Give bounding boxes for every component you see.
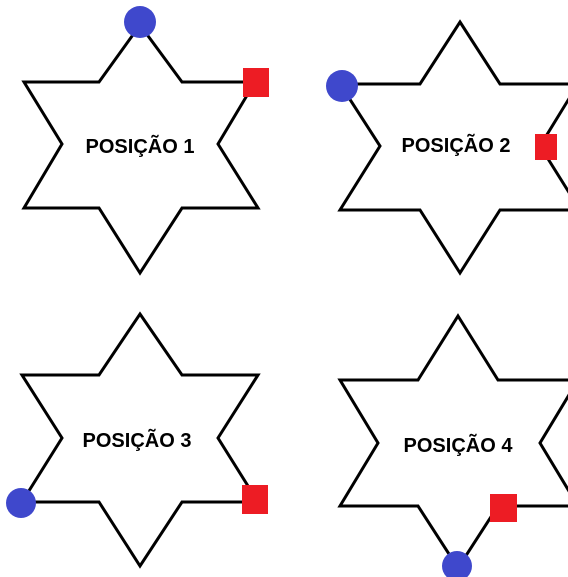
red-square-marker: [243, 68, 269, 97]
panel-position-2: POSIÇÃO 2: [326, 19, 568, 276]
hexagram-outline: [19, 311, 261, 569]
position-label: POSIÇÃO 1: [86, 135, 195, 158]
panel-position-1: POSIÇÃO 1: [21, 6, 269, 276]
panel-position-3: POSIÇÃO 3: [6, 311, 268, 569]
blue-circle-marker: [6, 488, 36, 518]
red-square-marker: [490, 494, 517, 522]
red-square-marker: [535, 134, 557, 160]
panel-position-4: POSIÇÃO 4: [337, 313, 568, 577]
position-label: POSIÇÃO 4: [404, 434, 514, 457]
blue-circle-marker: [326, 70, 358, 102]
blue-circle-marker: [442, 551, 472, 577]
position-label: POSIÇÃO 3: [83, 429, 192, 452]
blue-circle-marker: [124, 6, 156, 38]
red-square-marker: [242, 485, 268, 514]
position-label: POSIÇÃO 2: [402, 134, 511, 157]
